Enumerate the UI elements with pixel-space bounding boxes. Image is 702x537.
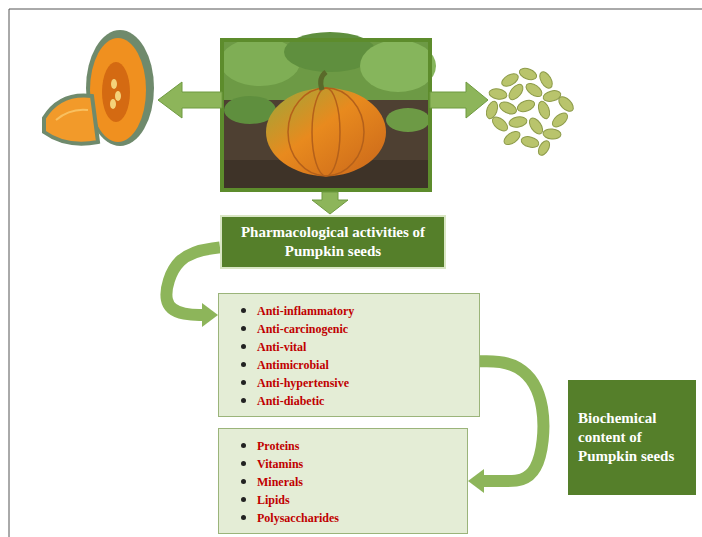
pumpkin-seeds [484,66,576,157]
list-box: Anti-inflammatoryAnti-carcinogenicAnti-v… [218,293,480,417]
list-item: Anti-hypertensive [219,373,471,391]
pumpkin-slice [44,30,154,146]
bullet-dot [241,497,246,502]
bullet-dot [241,326,246,331]
curved-arrow [480,361,543,481]
list-item: Vitamins [219,454,459,472]
list-text: Polysaccharides [257,511,339,525]
list-text: Anti-diabetic [257,394,324,408]
list-box: ProteinsVitaminsMineralsLipidsPolysaccha… [218,428,468,534]
list-text: Anti-hypertensive [257,376,349,390]
list-item: Lipids [219,490,459,508]
list-item: Anti-carcinogenic [219,319,471,337]
frame-line [9,9,702,10]
bullet-dot [241,362,246,367]
list-text: Lipids [257,493,290,507]
list-text: Anti-carcinogenic [257,322,348,336]
bullet-dot [241,380,246,385]
list-text: Minerals [257,475,303,489]
list-item: Proteins [219,436,459,454]
bullet-dot [241,515,246,520]
list-text: Proteins [257,439,299,453]
bullet-dot [241,344,246,349]
box-text: Pharmacological activities of Pumpkin se… [230,223,436,261]
label-box: Biochemical content of Pumpkin seeds [568,380,696,495]
bullet-dot [241,398,246,403]
list-item: Anti-inflammatory [219,301,471,319]
bullet-dot [241,461,246,466]
list-text: Anti-vital [257,340,306,354]
list-text: Vitamins [257,457,303,471]
block-arrow [430,82,488,118]
list-item: Antimicrobial [219,355,471,373]
list-item: Minerals [219,472,459,490]
bullet-dot [241,308,246,313]
frame-line [9,9,10,537]
box-text: Biochemical content of Pumpkin seeds [578,409,686,465]
block-arrow [312,192,348,214]
list-item: Polysaccharides [219,508,459,526]
list-text: Antimicrobial [257,358,329,372]
bullet-dot [241,479,246,484]
heading-box: Pharmacological activities of Pumpkin se… [220,215,446,269]
pumpkin-photo [220,32,436,190]
list-item: Anti-vital [219,337,471,355]
curved-arrow [166,247,220,315]
list-item: Anti-diabetic [219,391,471,409]
list-text: Anti-inflammatory [257,304,354,318]
bullet-dot [241,443,246,448]
block-arrow [158,82,222,118]
